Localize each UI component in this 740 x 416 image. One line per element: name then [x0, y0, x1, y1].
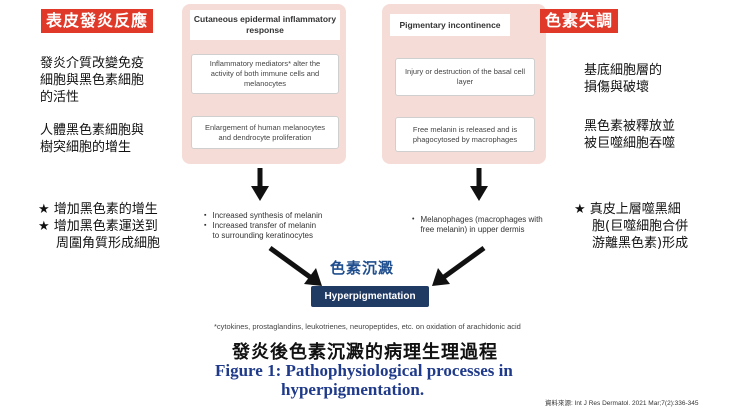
chinese-title: 發炎後色素沉澱的病理生理過程 — [232, 342, 498, 363]
right-panel-box-1: Injury or destruction of the basal cell … — [395, 58, 535, 96]
list-item: •free melanin) in upper dermis — [420, 225, 525, 234]
left-bullet-list: ▪Increased synthesis of melanin ▪Increas… — [204, 211, 322, 241]
star-icon: ★ — [38, 219, 50, 234]
center-zh-label: 色素沉澱 — [330, 259, 395, 277]
bullet-icon: • — [412, 216, 415, 223]
left-star-line-1: ★ 增加黑色素的增生 — [38, 202, 158, 217]
right-star-line-2: 胞(巨噬細胞合併 — [592, 219, 689, 234]
footnote: *cytokines, prostaglandins, leukotrienes… — [214, 322, 521, 331]
right-note-1: 基底細胞層的 損傷與破壞 — [584, 63, 663, 95]
star-icon: ★ — [574, 202, 586, 217]
right-down-arrow — [470, 168, 488, 201]
left-panel-box-1: Inflammatory mediators* alter the activi… — [191, 54, 339, 94]
bullet-icon: ▪ — [204, 222, 207, 229]
right-diagonal-arrow — [432, 245, 486, 286]
source-citation: 資料來源: Int J Res Dermatol. 2021 Mar;7(2):… — [545, 400, 699, 407]
right-panel: Pigmentary incontinence Injury or destru… — [382, 4, 546, 164]
bullet-icon: ▪ — [204, 212, 207, 219]
left-panel: Cutaneous epidermal inflammatory respons… — [182, 4, 346, 164]
left-down-arrow — [251, 168, 269, 201]
left-star-line-3: 周圍角質形成細胞 — [56, 236, 161, 251]
left-panel-label: 表皮發炎反應 — [41, 9, 154, 33]
hyperpigmentation-box: Hyperpigmentation — [311, 286, 429, 307]
star-icon: ★ — [38, 202, 50, 217]
right-panel-title: Pigmentary incontinence — [390, 14, 510, 36]
right-panel-label: 色素失調 — [540, 9, 619, 33]
right-note-2: 黑色素被釋放並 被巨噬細胞吞噬 — [584, 119, 676, 151]
right-star-line-1: ★ 真皮上層噬黑細 — [574, 202, 681, 217]
list-item: ▪Increased synthesis of melanin — [204, 211, 323, 220]
left-star-line-2: ★ 增加黑色素運送到 — [38, 219, 158, 234]
left-panel-title: Cutaneous epidermal inflammatory respons… — [190, 10, 340, 40]
right-star-line-3: 游離黑色素)形成 — [592, 236, 689, 251]
list-item: ▪Increased transfer of melanin — [204, 221, 317, 230]
left-diagonal-arrow — [268, 245, 322, 286]
right-bullet-list: •Melanophages (macrophages with •free me… — [412, 215, 543, 235]
list-item: •Melanophages (macrophages with — [412, 215, 543, 224]
left-panel-box-2: Enlargement of human melanocytes and den… — [191, 116, 339, 149]
figure-title: Figure 1: Pathophysiological processes i… — [215, 361, 513, 399]
left-note-1: 發炎介質改變免疫 細胞與黑色素細胞 的活性 — [40, 56, 145, 105]
right-panel-box-2: Free melanin is released and is phagocyt… — [395, 117, 535, 152]
left-note-2: 人體黑色素細胞與 樹突細胞的增生 — [40, 123, 145, 155]
list-item: ▪to surrounding keratinocytes — [212, 231, 313, 240]
